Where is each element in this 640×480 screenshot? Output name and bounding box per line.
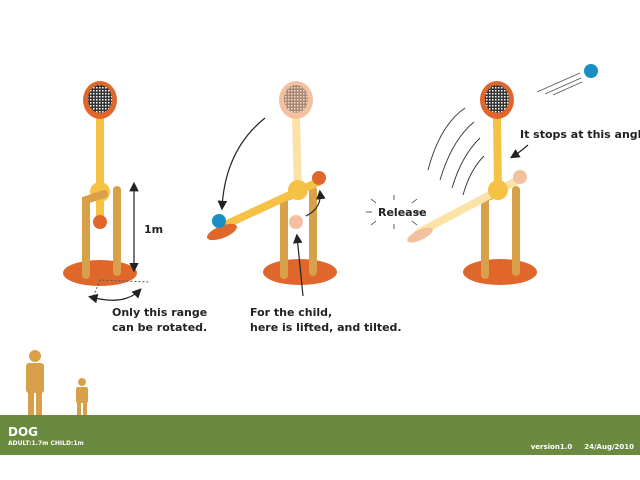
release-burst (366, 195, 422, 229)
ball-flying (584, 64, 598, 78)
release-label: Release (378, 206, 427, 219)
figure-child-tilted: For the child, here is lifted, and tilte… (206, 81, 402, 334)
height-label: 1m (144, 223, 163, 236)
scale-figures (26, 350, 88, 416)
counterweight (93, 215, 107, 229)
ball (212, 214, 226, 228)
adult-figure-icon (26, 350, 44, 416)
product-title: DOG (8, 425, 39, 439)
base (63, 260, 137, 286)
version-info: version1.0 24/Aug/2010 (519, 443, 634, 451)
figure-default-stand: 1m Only this range can be rotated. (63, 81, 207, 334)
child-note-1: For the child, (250, 306, 332, 319)
size-info: ADULT:1.7m CHILD:1m (8, 440, 84, 447)
child-figure-icon (76, 378, 88, 416)
swing-lines (427, 107, 485, 196)
range-note-2: can be rotated. (112, 321, 207, 334)
figure-release: It stops at this angle. Release (366, 64, 640, 285)
stops-note: It stops at this angle. (520, 128, 640, 141)
date: 24/Aug/2010 (584, 443, 634, 451)
child-note-2: here is lifted, and tilted. (250, 321, 402, 334)
range-note-1: Only this range (112, 306, 207, 319)
version: version1.0 (530, 443, 573, 451)
footer-bar: DOG ADULT:1.7m CHILD:1m version1.0 24/Aug… (0, 415, 640, 455)
